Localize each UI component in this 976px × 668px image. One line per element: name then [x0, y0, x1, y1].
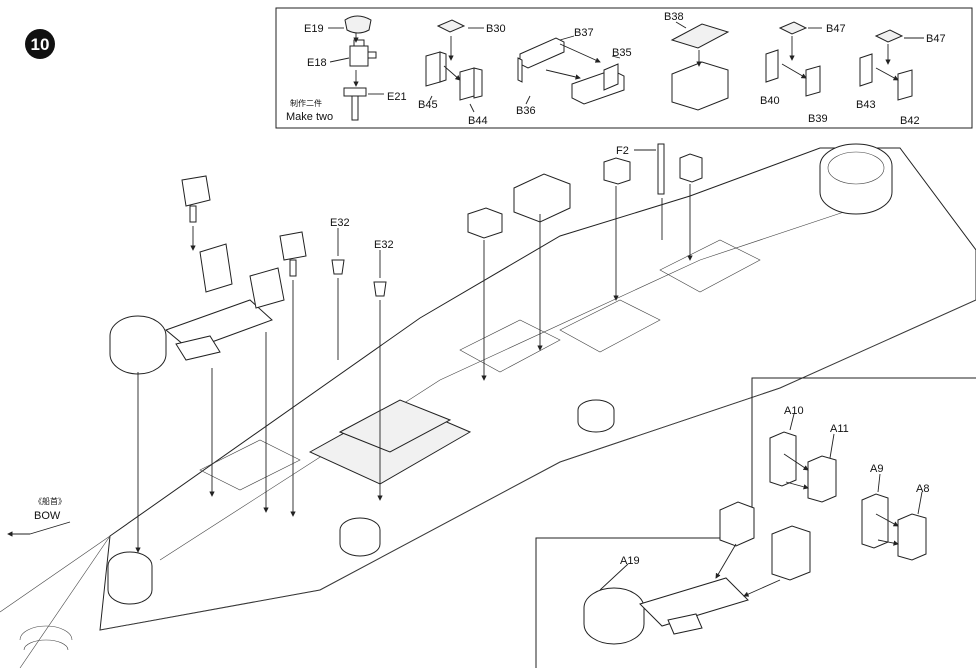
b30-b44-b45-assembly: [425, 19, 484, 113]
label-b40: B40: [760, 95, 780, 107]
b38-assembly: [670, 21, 730, 111]
label-b44: B44: [468, 115, 488, 127]
bow-direction-marker: [7, 521, 71, 537]
label-bow-cn: 《船首》: [34, 496, 66, 506]
label-b30: B30: [486, 23, 506, 35]
step-number-badge: 10: [25, 29, 55, 59]
label-b39: B39: [808, 113, 828, 125]
a19-assembly: [583, 501, 811, 645]
parts-panel-frame: [275, 7, 973, 129]
label-b38: B38: [664, 11, 684, 23]
a8-a9-assembly: [861, 473, 927, 561]
label-b36: B36: [516, 105, 536, 117]
label-a10: A10: [784, 405, 804, 417]
label-e32-a: E32: [330, 217, 350, 229]
label-f2: F2: [616, 145, 629, 157]
label-e18: E18: [307, 57, 327, 69]
label-bow: BOW: [34, 510, 61, 522]
label-make-two: Make two: [286, 111, 333, 123]
a10-a11-assembly: [769, 413, 837, 503]
b39-b40-b47-assembly: [765, 21, 822, 97]
label-e32-b: E32: [374, 239, 394, 251]
ship-hull-assembly: [0, 143, 976, 668]
label-a9: A9: [870, 463, 883, 475]
label-b37: B37: [574, 27, 594, 39]
label-a8: A8: [916, 483, 929, 495]
label-b45: B45: [418, 99, 438, 111]
b42-b43-b47-assembly: [859, 29, 924, 101]
label-e21: E21: [387, 91, 407, 103]
label-b43: B43: [856, 99, 876, 111]
label-b42: B42: [900, 115, 920, 127]
label-make-two-cn: 制作二件: [290, 98, 322, 108]
step-number: 10: [31, 35, 50, 54]
label-b35: B35: [612, 47, 632, 59]
fore-turret-assembly: [109, 175, 307, 553]
e-parts-assembly: [328, 15, 384, 121]
b35-b36-b37-assembly: [517, 35, 625, 105]
superstructure-parts: [467, 153, 703, 381]
label-a11: A11: [830, 423, 849, 435]
e32-f2-parts: [331, 143, 665, 501]
label-b47-a: B47: [826, 23, 846, 35]
label-b47-b: B47: [926, 33, 946, 45]
label-a19: A19: [620, 555, 640, 567]
label-e19: E19: [304, 23, 324, 35]
